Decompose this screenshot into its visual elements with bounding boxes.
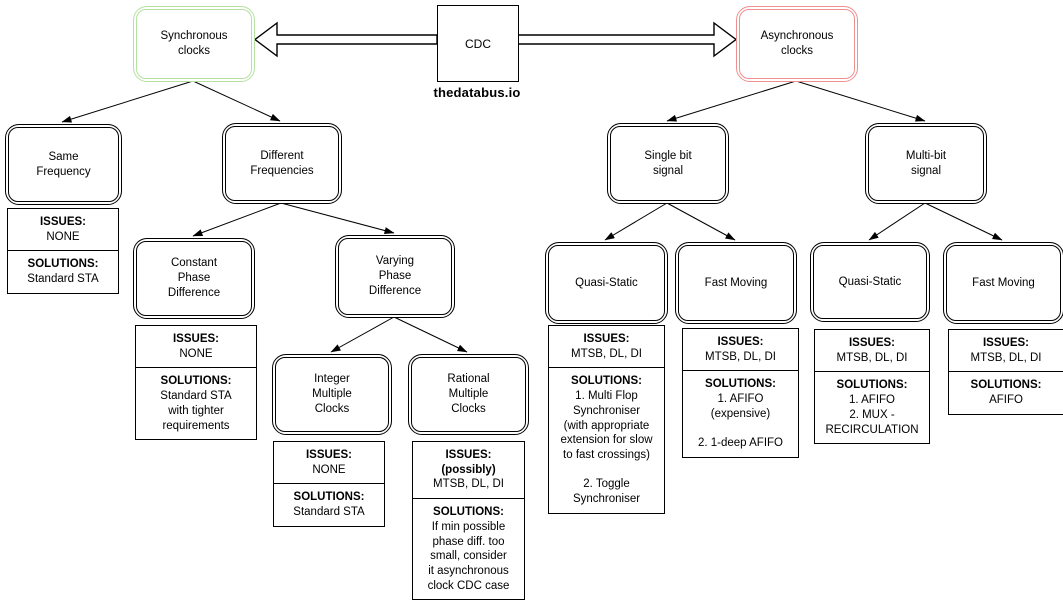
issues-body: MTSB, DL, DI <box>705 350 776 363</box>
issues-body: MTSB, DL, DI <box>836 351 908 364</box>
node-quasi-static-single-label: Quasi-Static <box>575 276 638 289</box>
issues-body: MTSB, DL, DI <box>970 351 1042 364</box>
node-different-frequencies: Different Frequencies <box>222 123 342 204</box>
solutions-label: SOLUTIONS: <box>970 379 1042 392</box>
solutions-cell: SOLUTIONS: 1. Multi Flop Synchroniser (w… <box>549 367 664 512</box>
table-fast-moving-single: ISSUES: MTSB, DL, DI SOLUTIONS: 1. AFIFO… <box>682 328 799 459</box>
node-integer-multiple-clocks: Integer Multiple Clocks <box>272 354 392 435</box>
table-rational-multiple: ISSUES: (possibly) MTSB, DL, DI SOLUTION… <box>412 441 525 601</box>
issues-label: ISSUES: (possibly) <box>441 449 496 476</box>
node-single-bit-signal: Single bit signal <box>607 123 729 204</box>
node-fast-moving-single: Fast Moving <box>675 242 797 324</box>
node-rational-multiple-clocks-label: Rational Multiple Clocks <box>447 373 490 415</box>
issues-label: ISSUES: <box>39 216 86 228</box>
solutions-label: SOLUTIONS: <box>27 258 99 271</box>
node-integer-multiple-clocks-label: Integer Multiple Clocks <box>312 373 352 415</box>
solutions-cell: SOLUTIONS: 1. AFIFO (expensive) 2. 1-dee… <box>683 370 798 457</box>
issues-cell: ISSUES: MTSB, DL, DI <box>683 329 798 370</box>
node-constant-phase-difference: Constant Phase Difference <box>133 238 255 319</box>
node-varying-phase-difference: Varying Phase Difference <box>335 235 455 318</box>
node-single-bit-signal-label: Single bit signal <box>644 149 692 177</box>
solutions-label: SOLUTIONS: <box>705 378 776 391</box>
node-quasi-static-multi: Quasi-Static <box>810 242 930 322</box>
node-cdc: CDC <box>437 5 519 82</box>
node-asynchronous-clocks: Asynchronous clocks <box>736 6 858 82</box>
tree-edges <box>61 80 1003 353</box>
table-quasi-static-single: ISSUES: MTSB, DL, DI SOLUTIONS: 1. Multi… <box>548 325 665 514</box>
table-constant-phase: ISSUES: NONE SOLUTIONS: Standard STA wit… <box>135 325 257 441</box>
solutions-body: 1. AFIFO (expensive) 2. 1-deep AFIFO <box>697 393 783 450</box>
cdc-to-synchronous-block-arrow <box>253 21 438 58</box>
node-asynchronous-clocks-label: Asynchronous clocks <box>760 30 834 57</box>
issues-body: NONE <box>179 347 213 360</box>
issues-label: ISSUES: <box>982 337 1029 349</box>
issues-body: NONE <box>312 463 346 476</box>
solutions-body: Standard STA <box>27 273 99 286</box>
issues-body: MTSB, DL, DI <box>433 478 504 491</box>
solutions-body: 1. Multi Flop Synchroniser (with appropr… <box>560 390 653 506</box>
issues-body: MTSB, DL, DI <box>571 347 642 360</box>
node-quasi-static-single: Quasi-Static <box>545 242 668 324</box>
solutions-body: Standard STA <box>293 506 365 519</box>
node-cdc-label: CDC <box>465 36 491 51</box>
solutions-cell: SOLUTIONS: Standard STA <box>274 483 384 525</box>
issues-cell: ISSUES: MTSB, DL, DI <box>549 326 664 367</box>
node-varying-phase-difference-label: Varying Phase Difference <box>368 255 422 297</box>
solutions-cell: SOLUTIONS: Standard STA with tighter req… <box>136 367 256 439</box>
node-multi-bit-signal-label: Multi-bit signal <box>905 149 947 177</box>
solutions-label: SOLUTIONS: <box>433 506 504 519</box>
node-same-frequency: Same Frequency <box>5 124 122 205</box>
issues-label: ISSUES: <box>717 336 764 348</box>
issues-label: ISSUES: <box>172 333 219 345</box>
node-fast-moving-multi: Fast Moving <box>943 242 1063 324</box>
issues-cell: ISSUES: NONE <box>274 442 384 483</box>
node-fast-moving-single-label: Fast Moving <box>704 276 768 289</box>
node-rational-multiple-clocks: Rational Multiple Clocks <box>408 354 529 435</box>
issues-cell: ISSUES: (possibly) MTSB, DL, DI <box>413 442 524 498</box>
table-quasi-static-multi: ISSUES: MTSB, DL, DI SOLUTIONS: 1. AFIFO… <box>814 329 930 445</box>
solutions-cell: SOLUTIONS: If min possible phase diff. t… <box>413 498 524 599</box>
node-quasi-static-multi-label: Quasi-Static <box>838 275 902 288</box>
solutions-cell: SOLUTIONS: 1. AFIFO 2. MUX - RECIRCULATI… <box>815 371 929 443</box>
table-integer-multiple: ISSUES: NONE SOLUTIONS: Standard STA <box>273 441 385 527</box>
solutions-label: SOLUTIONS: <box>160 375 232 388</box>
issues-label: ISSUES: <box>583 333 630 345</box>
issues-cell: ISSUES: MTSB, DL, DI <box>949 330 1063 371</box>
solutions-cell: SOLUTIONS: AFIFO <box>949 371 1063 413</box>
issues-cell: ISSUES: MTSB, DL, DI <box>815 330 929 371</box>
node-synchronous-clocks-label: Synchronous clocks <box>160 30 228 57</box>
node-synchronous-clocks: Synchronous clocks <box>133 6 255 82</box>
table-fast-moving-multi: ISSUES: MTSB, DL, DI SOLUTIONS: AFIFO <box>948 329 1063 415</box>
issues-cell: ISSUES: NONE <box>136 326 256 367</box>
issues-label: ISSUES: <box>305 449 352 461</box>
solutions-body: AFIFO <box>989 394 1023 407</box>
solutions-label: SOLUTIONS: <box>836 379 908 392</box>
issues-label: ISSUES: <box>848 337 895 349</box>
solutions-body: 1. AFIFO 2. MUX - RECIRCULATION <box>825 394 919 436</box>
node-constant-phase-difference-label: Constant Phase Difference <box>167 257 221 299</box>
node-different-frequencies-label: Different Frequencies <box>250 149 314 177</box>
issues-cell: ISSUES: NONE <box>8 209 118 250</box>
node-fast-moving-multi-label: Fast Moving <box>972 276 1035 289</box>
solutions-body: If min possible phase diff. too small, c… <box>427 520 510 592</box>
brand-thedatabus: thedatabus.io <box>433 85 521 100</box>
solutions-cell: SOLUTIONS: Standard STA <box>8 250 118 292</box>
solutions-label: SOLUTIONS: <box>293 491 365 504</box>
solutions-body: Standard STA with tighter requirements <box>160 390 232 432</box>
table-same-frequency: ISSUES: NONE SOLUTIONS: Standard STA <box>7 208 119 294</box>
issues-body: NONE <box>46 230 80 243</box>
node-same-frequency-label: Same Frequency <box>36 150 91 178</box>
cdc-to-asynchronous-block-arrow <box>516 21 738 58</box>
solutions-label: SOLUTIONS: <box>571 375 642 388</box>
node-multi-bit-signal: Multi-bit signal <box>865 123 987 204</box>
